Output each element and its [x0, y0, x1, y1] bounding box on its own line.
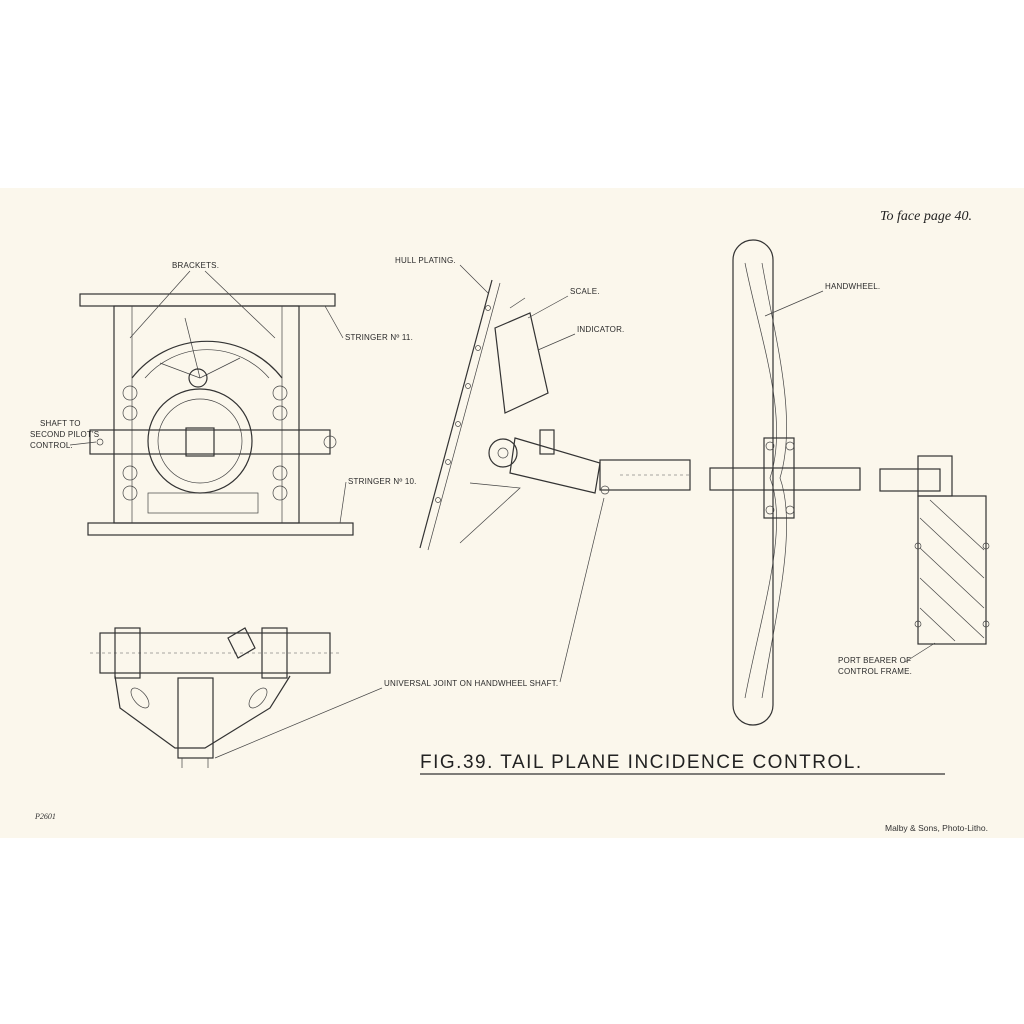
handwheel-rim: [732, 239, 774, 726]
label-shaft-line1: SHAFT TO: [40, 419, 81, 428]
stringer-11-bar: [79, 293, 336, 307]
label-shaft-line2: SECOND PILOT'S: [30, 430, 99, 439]
port-bearer-block: [917, 495, 987, 645]
front-view-assembly: BRACKETS. STRINGER Nº 11. STRINGER Nº 10…: [30, 261, 417, 536]
label-port-bearer-line2: CONTROL FRAME.: [838, 667, 912, 676]
plan-bracket-plate: [114, 675, 291, 749]
front-shaft: [89, 429, 331, 455]
label-stringer-11: STRINGER Nº 11.: [345, 333, 413, 342]
label-scale: SCALE.: [570, 287, 600, 296]
label-universal-joint: UNIVERSAL JOINT ON HANDWHEEL SHAFT.: [384, 679, 558, 688]
printer-credit: Malby & Sons, Photo-Litho.: [885, 823, 988, 833]
bracket-frame: [113, 305, 300, 524]
technical-drawing: To face page 40. BRACKETS. STR: [30, 209, 990, 833]
side-bevel-gear: [488, 438, 518, 468]
plan-center-post: [177, 677, 214, 759]
hull-plating-line: [419, 279, 493, 549]
side-handwheel-shaft: [599, 459, 691, 491]
stringer-10-bar: [87, 522, 354, 536]
label-hull-plating: HULL PLATING.: [395, 256, 456, 265]
handwheel-segment: [131, 340, 283, 379]
indicator-box: [494, 312, 549, 414]
label-indicator: INDICATOR.: [577, 325, 624, 334]
hub-circle: [188, 368, 208, 388]
bearer-shaft-end: [879, 468, 941, 492]
figure-title: FIG.39. TAIL PLANE INCIDENCE CONTROL.: [420, 752, 863, 773]
shaft-end-eye: [96, 438, 104, 446]
label-shaft-line3: CONTROL.: [30, 441, 73, 450]
label-handwheel: HANDWHEEL.: [825, 282, 880, 291]
side-view-assembly: HULL PLATING. SCALE. INDICATOR.: [395, 256, 691, 551]
label-stringer-10: STRINGER Nº 10.: [348, 477, 417, 486]
plan-view-assembly: [90, 627, 340, 768]
label-port-bearer-line1: PORT BEARER OF: [838, 656, 911, 665]
worm-gear-circle: [147, 388, 253, 494]
handwheel-view: HANDWHEEL.: [709, 239, 880, 726]
side-shaft-housing: [509, 437, 601, 494]
port-bearer-view: PORT BEARER OF CONTROL FRAME.: [838, 455, 990, 676]
label-brackets: BRACKETS.: [172, 261, 219, 270]
plate-number: P2601: [34, 812, 56, 821]
page-note: To face page 40.: [880, 209, 972, 224]
handwheel-shaft: [709, 467, 861, 491]
drawing-sheet: To face page 40. BRACKETS. STR: [0, 188, 1024, 838]
